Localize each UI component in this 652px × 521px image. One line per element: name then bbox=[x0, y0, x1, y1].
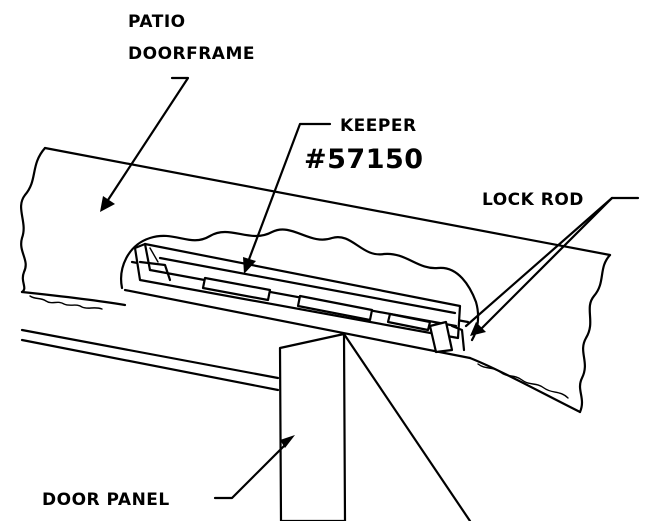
keeper-left-bracket bbox=[138, 260, 172, 282]
label-doorframe: DOORFRAME bbox=[128, 44, 255, 64]
label-patio: PATIO bbox=[128, 12, 186, 32]
doorframe-right-torn-edge bbox=[578, 253, 612, 414]
doorpanel-leader-line bbox=[213, 440, 290, 500]
doorpanel-arrowhead bbox=[280, 435, 295, 448]
keeper-leader-line bbox=[246, 122, 332, 264]
doorframe-bottom-edge-left bbox=[20, 290, 127, 307]
keeper-slot-3 bbox=[386, 312, 432, 332]
keeper-left-detail bbox=[149, 247, 159, 263]
doorframe-arrowhead bbox=[100, 196, 115, 212]
doorframe-texture-right bbox=[477, 363, 569, 399]
keeper-slot-2 bbox=[296, 294, 374, 322]
keeper-left-end bbox=[143, 242, 152, 272]
label-door-panel: DOOR PANEL bbox=[42, 490, 170, 510]
door-panel-block bbox=[278, 332, 347, 521]
keeper-upper-rail bbox=[158, 256, 457, 315]
keeper-right-end bbox=[428, 320, 454, 354]
doorframe-front-face-line bbox=[123, 288, 472, 360]
door-rail-line-1 bbox=[20, 328, 280, 380]
label-lock-rod: LOCK ROD bbox=[482, 190, 584, 210]
label-keeper-part-number: #57150 bbox=[304, 144, 424, 175]
keeper-slot-1 bbox=[201, 276, 272, 302]
keeper-arrowhead bbox=[243, 257, 256, 274]
lockrod-arrowhead bbox=[470, 322, 486, 336]
lock-rod-end bbox=[450, 324, 466, 352]
doorframe-top-edge bbox=[43, 146, 612, 257]
lockrod-leader-line-2 bbox=[464, 196, 614, 328]
door-rail-line-2 bbox=[20, 338, 280, 392]
doorframe-texture-left bbox=[29, 295, 103, 310]
door-panel bbox=[20, 328, 472, 521]
labels: PATIO DOORFRAME KEEPER #57150 LOCK ROD D… bbox=[42, 12, 584, 510]
lockrod-leader-line-1 bbox=[478, 196, 614, 332]
leader-lines bbox=[100, 76, 640, 500]
patio-doorframe bbox=[20, 146, 612, 414]
keeper-57150-part bbox=[133, 242, 466, 354]
doorframe-left-torn-edge bbox=[20, 146, 47, 294]
doorframe-leader-line bbox=[106, 76, 190, 202]
door-panel-diagonal-edge bbox=[342, 332, 472, 521]
pocket-torn-outline bbox=[120, 228, 480, 342]
label-keeper: KEEPER bbox=[340, 116, 417, 136]
doorframe-bottom-edge-right bbox=[468, 356, 582, 414]
